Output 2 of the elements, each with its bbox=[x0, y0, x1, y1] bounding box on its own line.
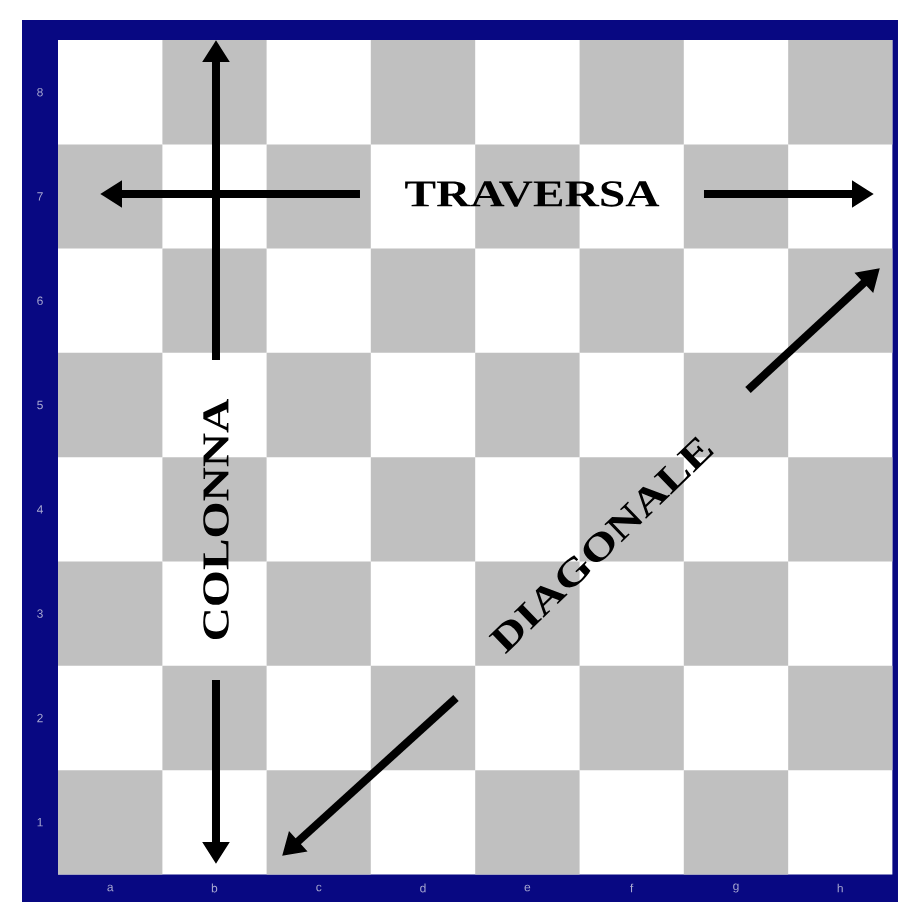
arrow-label: TRAVERSA bbox=[405, 181, 660, 207]
arrow-label: COLONNA bbox=[203, 399, 229, 640]
